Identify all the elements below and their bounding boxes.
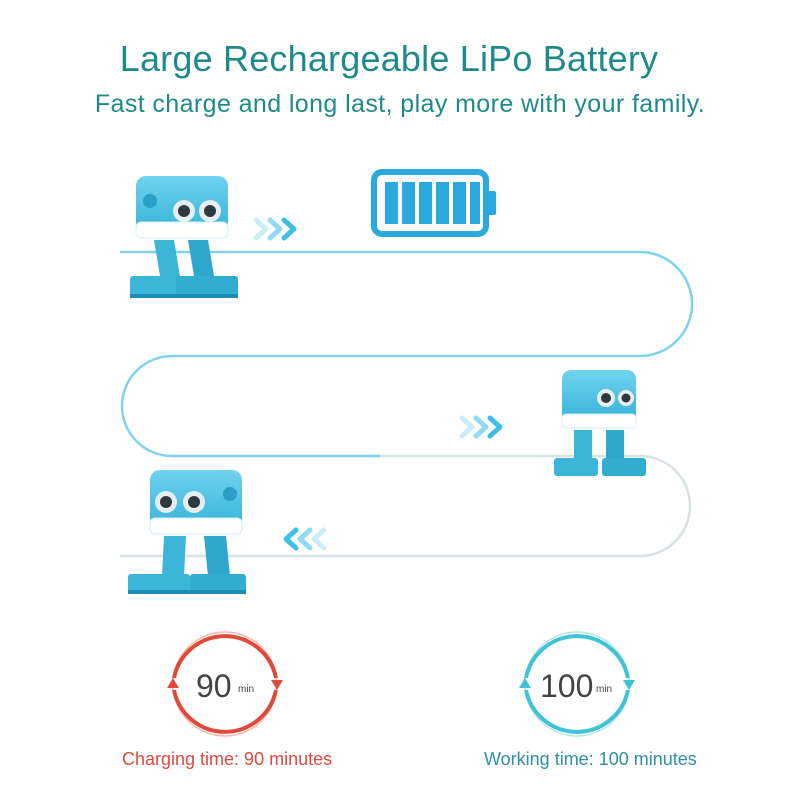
working-timer-icon bbox=[519, 631, 635, 737]
working-time-unit: min bbox=[596, 684, 613, 695]
clockwise-arrow-icon bbox=[519, 678, 531, 688]
charging-time-value: 90 bbox=[196, 668, 232, 704]
page-subtitle: Fast charge and long last, play more wit… bbox=[94, 90, 706, 118]
working-time-value: 100 bbox=[540, 668, 594, 704]
working-caption: Working time: 100 minutes bbox=[484, 749, 697, 769]
clockwise-arrow-icon bbox=[167, 678, 179, 688]
clockwise-arrow-icon bbox=[271, 680, 283, 690]
charging-time-unit: min bbox=[238, 684, 255, 695]
robot-image bbox=[128, 470, 246, 594]
charging-timer-icon bbox=[167, 631, 283, 737]
battery-full-icon bbox=[371, 169, 496, 237]
chevron-right-icon bbox=[459, 415, 503, 439]
robot-image bbox=[130, 176, 238, 298]
charging-caption: Charging time: 90 minutes bbox=[122, 749, 333, 769]
page-title: Large Rechargeable LiPo Battery bbox=[119, 38, 659, 79]
robot-image bbox=[554, 370, 646, 476]
clockwise-arrow-icon bbox=[623, 680, 635, 690]
cable-path bbox=[120, 250, 694, 558]
chevron-left-icon bbox=[283, 527, 327, 551]
chevron-right-icon bbox=[253, 217, 297, 241]
